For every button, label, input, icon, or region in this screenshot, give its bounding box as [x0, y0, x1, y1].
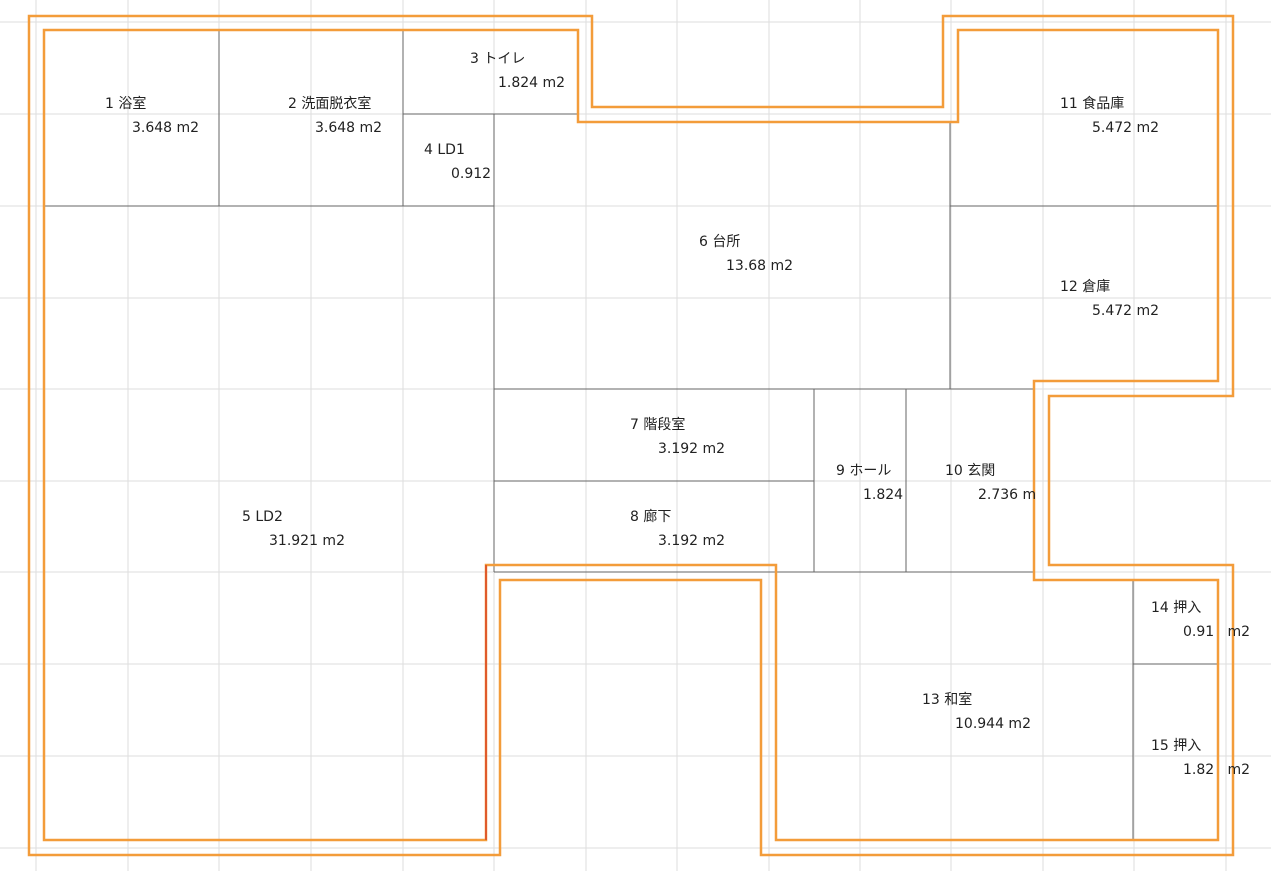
room-15-label: 15 押入 [1151, 738, 1201, 754]
room-partitions [44, 30, 1218, 840]
wall-outer-outline [27, 14, 1235, 857]
room-4-label: 4 LD1 [424, 142, 465, 158]
wall-inner-outline [42, 28, 1220, 842]
exterior-wall [27, 14, 1235, 857]
room-8-label: 8 廊下 [630, 508, 671, 525]
room-8-area: 3.192 m2 [658, 533, 725, 549]
room-2-area: 3.648 m2 [315, 120, 382, 136]
room-6-label: 6 台所 [699, 234, 740, 250]
room-11-label: 11 食品庫 [1060, 95, 1124, 112]
room-3-area: 1.824 m2 [498, 75, 565, 91]
room-9-area: 1.824 [863, 487, 903, 503]
room-13-label: 13 和室 [922, 691, 972, 708]
room-1-area: 3.648 m2 [132, 120, 199, 136]
room-9-label: 9 ホール [836, 463, 891, 479]
room-14-label: 14 押入 [1151, 600, 1201, 616]
room-7-area: 3.192 m2 [658, 441, 725, 457]
room-12-area: 5.472 m2 [1092, 303, 1159, 319]
room-6-area: 13.68 m2 [726, 258, 793, 274]
room-11-area: 5.472 m2 [1092, 120, 1159, 136]
room-7-label: 7 階段室 [630, 416, 685, 433]
room-5-label: 5 LD2 [242, 509, 283, 525]
room-labels: 1 浴室 3.648 m2 2 洗面脱衣室 3.648 m2 3 トイレ 1.8… [105, 51, 1250, 778]
room-12-label: 12 倉庫 [1060, 278, 1110, 295]
room-4-area: 0.912 [451, 166, 491, 182]
room-1-label: 1 浴室 [105, 95, 146, 112]
room-10-label: 10 玄関 [945, 462, 995, 479]
room-13-area: 10.944 m2 [955, 716, 1031, 732]
room-10-area: 2.736 m [978, 487, 1036, 503]
room-15-area: 1.82 m2 [1183, 762, 1250, 778]
room-3-label: 3 トイレ [470, 51, 525, 67]
room-5-area: 31.921 m2 [269, 533, 345, 549]
room-2-label: 2 洗面脱衣室 [288, 95, 371, 112]
room-14-area: 0.91 m2 [1183, 624, 1250, 640]
